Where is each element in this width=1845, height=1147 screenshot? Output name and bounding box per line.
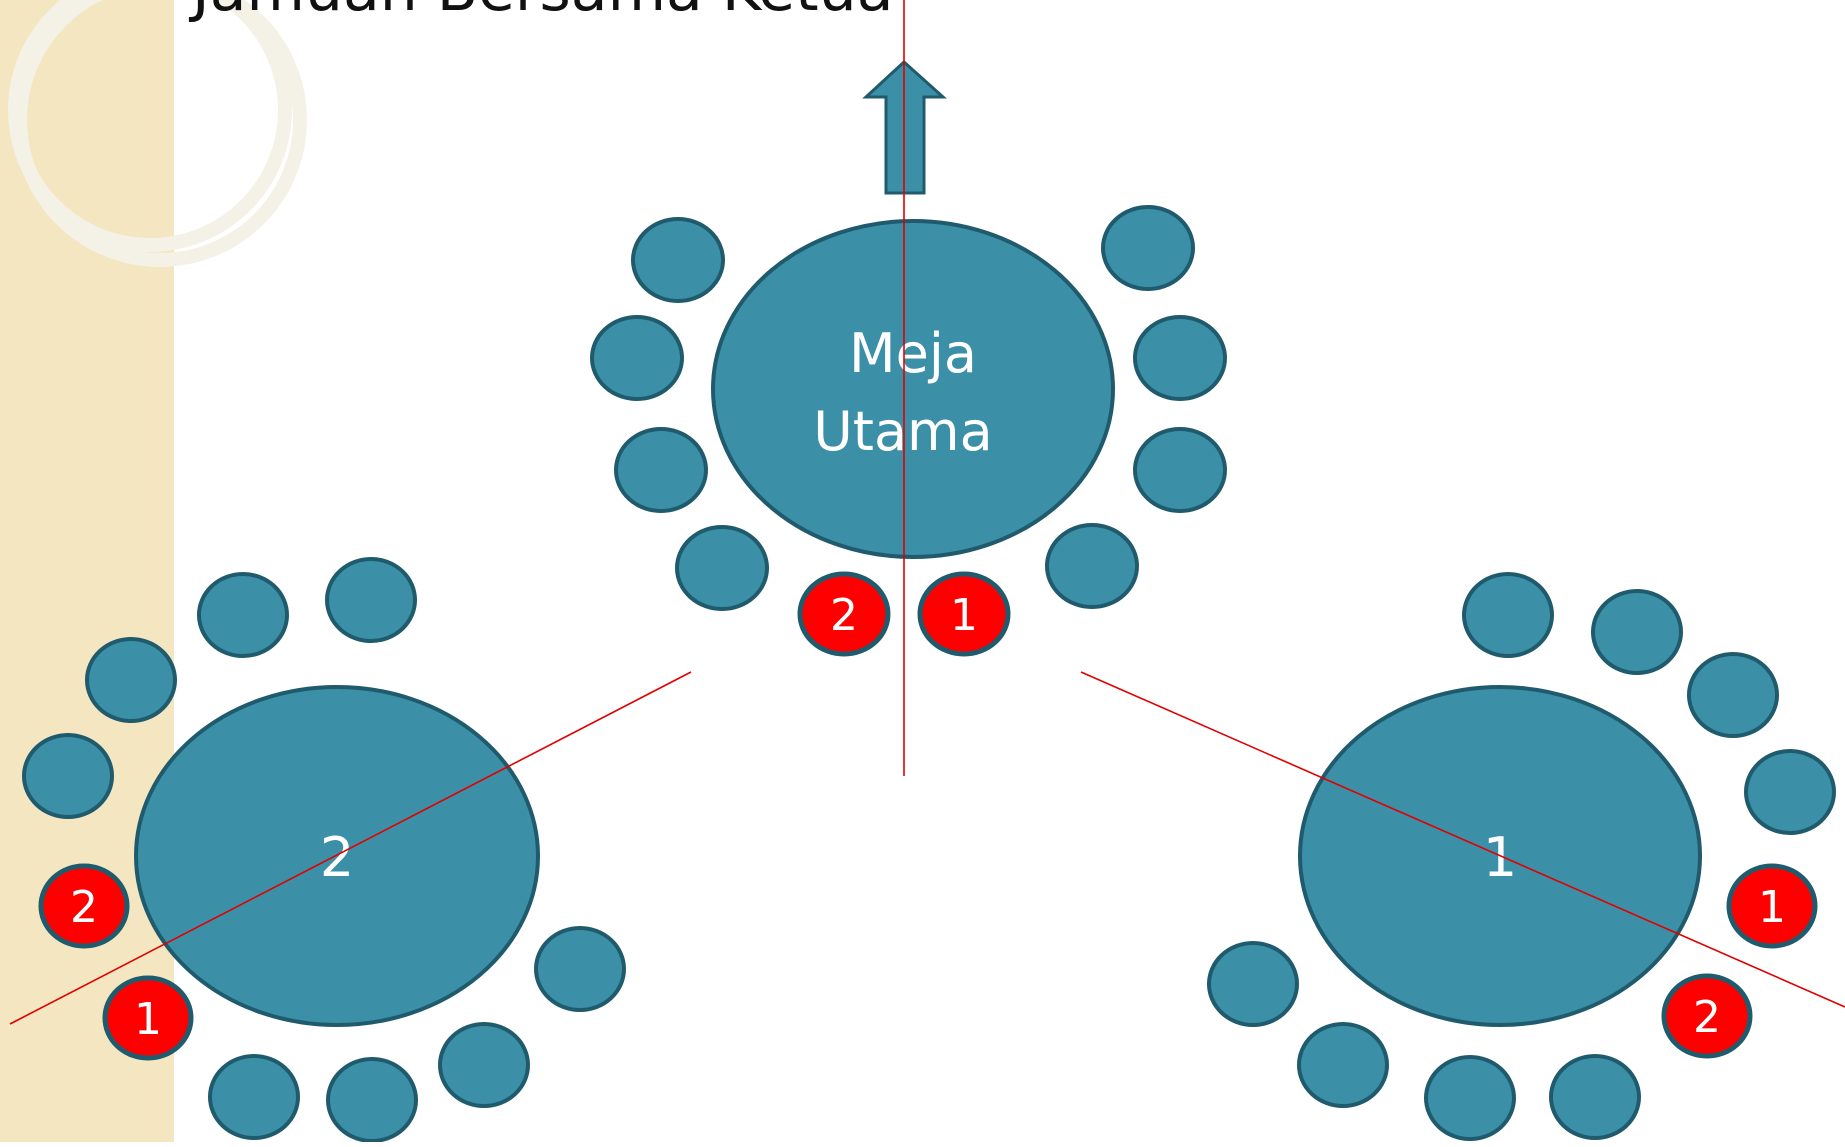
seat bbox=[1744, 749, 1836, 835]
seat bbox=[1591, 589, 1683, 675]
seat bbox=[326, 1057, 418, 1143]
seat bbox=[614, 427, 708, 513]
seat bbox=[1549, 1054, 1641, 1140]
right-diagonal-guide-line bbox=[1080, 671, 1845, 1008]
seat bbox=[197, 572, 289, 658]
table-2-group: 2 2 1 bbox=[22, 557, 626, 1143]
seat-marker bbox=[917, 571, 1011, 657]
main-table bbox=[711, 219, 1115, 559]
decorative-side-band bbox=[0, 0, 174, 1142]
seat bbox=[438, 1022, 530, 1108]
seat bbox=[1462, 572, 1554, 658]
table-2-label: 2 bbox=[320, 826, 354, 889]
seat bbox=[22, 733, 114, 819]
slide-title: Jamuan Bersama Ketua bbox=[188, 0, 893, 25]
left-diagonal-guide-line bbox=[9, 671, 692, 1025]
seat-marker-label: 1 bbox=[1758, 882, 1786, 933]
seat-marker bbox=[1726, 863, 1818, 949]
seat-marker-label: 2 bbox=[70, 882, 98, 933]
seat-marker-label: 2 bbox=[830, 590, 858, 641]
main-table-group: Meja Utama 2 1 bbox=[590, 205, 1227, 657]
seat bbox=[1207, 941, 1299, 1027]
seat bbox=[1424, 1055, 1516, 1141]
seat bbox=[675, 525, 769, 611]
seat-marker bbox=[102, 975, 194, 1061]
seat-marker-label: 1 bbox=[950, 590, 978, 641]
main-table-label-line1: Meja bbox=[849, 322, 977, 385]
seat bbox=[85, 637, 177, 723]
seat-marker bbox=[1661, 973, 1753, 1059]
seat bbox=[590, 315, 684, 401]
seat bbox=[208, 1054, 300, 1140]
seat-marker bbox=[797, 571, 891, 657]
seat bbox=[1101, 205, 1195, 291]
seat bbox=[534, 926, 626, 1012]
seat-marker-label: 2 bbox=[1693, 992, 1721, 1043]
table-1-label: 1 bbox=[1483, 826, 1517, 889]
seat-marker bbox=[38, 863, 130, 949]
seat bbox=[1133, 315, 1227, 401]
main-table-label-line2: Utama bbox=[813, 400, 992, 463]
table-2 bbox=[134, 685, 540, 1027]
guide-lines bbox=[9, 0, 1845, 1025]
seat bbox=[631, 217, 725, 303]
seat bbox=[1133, 427, 1227, 513]
decorative-ring-2 bbox=[8, 0, 292, 252]
seat-marker-label: 1 bbox=[134, 994, 162, 1045]
seat bbox=[1297, 1022, 1389, 1108]
seat bbox=[1687, 652, 1779, 738]
decorative-rings bbox=[8, 0, 307, 267]
table-1-group: 1 1 2 bbox=[1207, 572, 1836, 1141]
seat bbox=[1045, 523, 1139, 609]
seat bbox=[325, 557, 417, 643]
